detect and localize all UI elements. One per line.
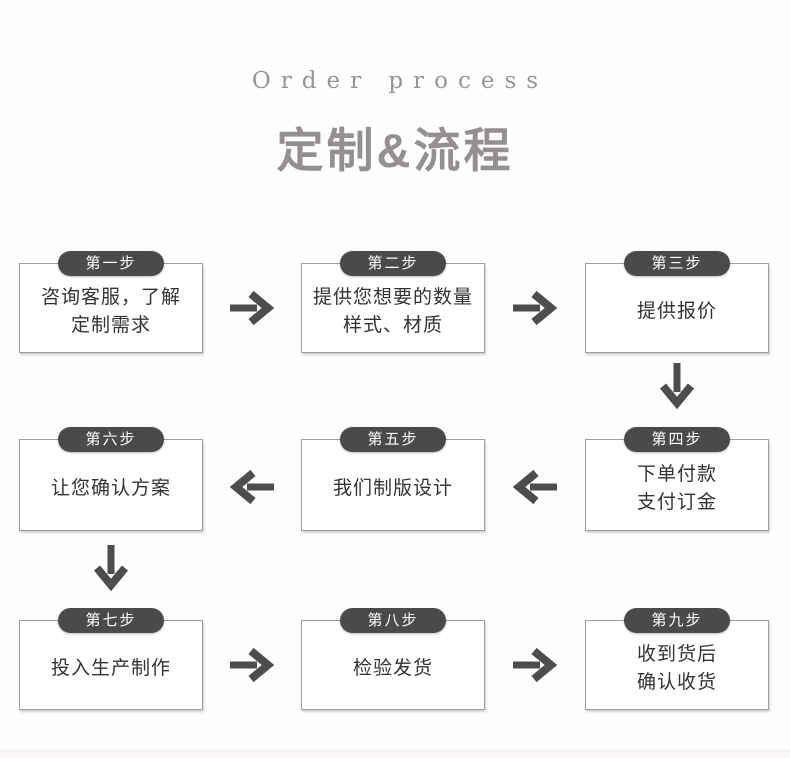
step-text-line: 我们制版设计: [332, 478, 453, 499]
step-3-badge: 第三步: [624, 251, 730, 276]
step-4-box: 第四步 下单付款 支付订金: [585, 427, 769, 531]
step-8-box: 第八步 检验发货: [301, 608, 485, 710]
arrow-right-icon: [513, 290, 557, 326]
step-5-badge: 第五步: [340, 427, 446, 452]
page-subtitle: Order process: [251, 68, 549, 94]
step-2-box: 第二步 提供您想要的数量 样式、材质: [301, 251, 485, 353]
step-2-text: 提供您想要的数量 样式、材质: [302, 272, 484, 352]
step-text-line: 咨询客服，了解: [40, 287, 181, 308]
step-9-box: 第九步 收到货后 确认收货: [585, 608, 769, 710]
step-5-box: 第五步 我们制版设计: [301, 427, 485, 531]
step-4-text: 下单付款 支付订金: [586, 448, 768, 530]
step-text-line: 定制需求: [70, 315, 151, 336]
step-text-line: 下单付款: [636, 464, 717, 485]
arrow-left-icon: [513, 469, 557, 505]
step-6-box: 第六步 让您确认方案: [19, 427, 203, 531]
arrow-right-icon: [230, 647, 274, 683]
step-2-badge: 第二步: [340, 251, 446, 276]
step-6-text: 让您确认方案: [20, 448, 202, 530]
step-1-badge: 第一步: [58, 251, 164, 276]
step-9-badge: 第九步: [624, 608, 730, 633]
step-9-text: 收到货后 确认收货: [586, 629, 768, 709]
page-title: 定制&流程: [276, 124, 514, 177]
step-5-text: 我们制版设计: [302, 448, 484, 530]
step-3-box: 第三步 提供报价: [585, 251, 769, 353]
step-1-box: 第一步 咨询客服，了解 定制需求: [19, 251, 203, 353]
step-8-badge: 第八步: [340, 608, 446, 633]
step-text-line: 提供报价: [636, 301, 717, 322]
step-7-badge: 第七步: [58, 608, 164, 633]
arrow-down-icon: [659, 363, 695, 409]
arrow-right-icon: [513, 647, 557, 683]
arrow-left-icon: [230, 469, 274, 505]
step-text-line: 样式、材质: [342, 315, 443, 336]
step-8-text: 检验发货: [302, 629, 484, 709]
step-text-line: 提供您想要的数量: [312, 287, 473, 308]
step-4-badge: 第四步: [624, 427, 730, 452]
step-3-text: 提供报价: [586, 272, 768, 352]
arrow-down-icon: [93, 545, 129, 591]
step-6-badge: 第六步: [58, 427, 164, 452]
step-7-text: 投入生产制作: [20, 629, 202, 709]
step-text-line: 让您确认方案: [50, 478, 171, 499]
step-text-line: 收到货后: [636, 644, 717, 665]
step-text-line: 确认收货: [636, 672, 717, 693]
step-text-line: 检验发货: [352, 658, 433, 679]
step-1-text: 咨询客服，了解 定制需求: [20, 272, 202, 352]
step-text-line: 投入生产制作: [50, 658, 171, 679]
bottom-strip: [0, 749, 790, 758]
step-7-box: 第七步 投入生产制作: [19, 608, 203, 710]
arrow-right-icon: [230, 290, 274, 326]
step-text-line: 支付订金: [636, 492, 717, 513]
